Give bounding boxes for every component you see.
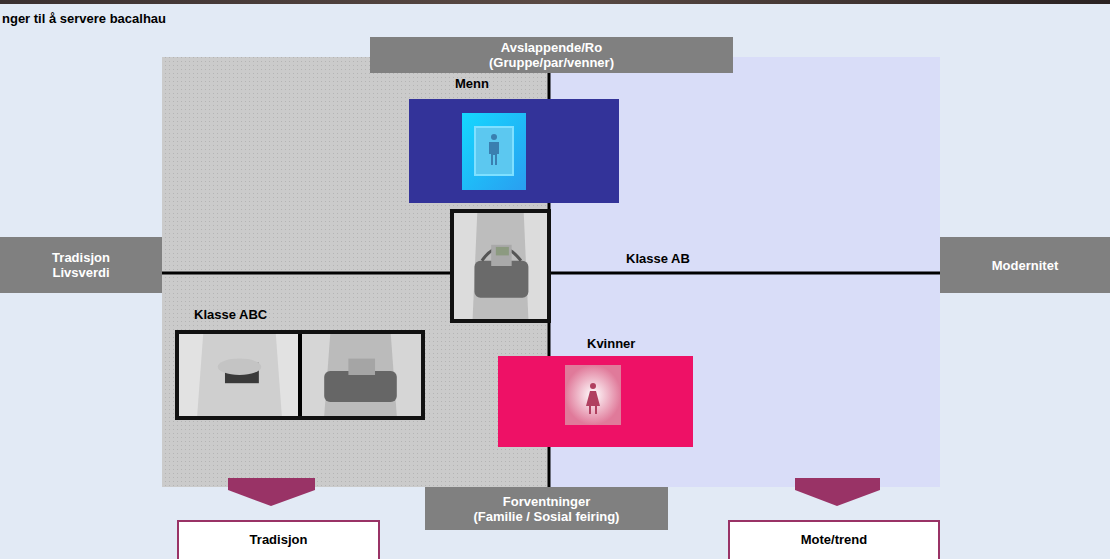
box-label: Avslappende/Ro (501, 40, 602, 55)
woman-icon (498, 356, 693, 447)
segment-label: Kvinner (587, 336, 635, 351)
photo-box: Klasse ABC (175, 330, 425, 420)
diagram-title: nger til å servere bacalhau (2, 11, 166, 26)
box-label: (Gruppe/par/venner) (489, 55, 614, 70)
segment-label: Klasse AB (626, 251, 690, 266)
axis-label-box: Modernitet (940, 237, 1110, 293)
axis-label-box: Avslappende/Ro(Gruppe/par/venner) (370, 37, 733, 73)
box-label: Mote/trend (801, 532, 867, 547)
axis-label-box: Forventninger(Familie / Sosial feiring) (425, 487, 668, 530)
box-label: (Familie / Sosial feiring) (474, 509, 620, 524)
segment-box: Menn (409, 99, 619, 203)
horizontal-axis (162, 272, 940, 275)
box-label: Modernitet (992, 258, 1058, 273)
down-arrow (795, 478, 880, 506)
outcome-box: Mote/trend (728, 520, 940, 559)
segment-label: Menn (455, 76, 489, 91)
box-label: Tradisjon (52, 250, 110, 265)
man-icon (409, 99, 619, 203)
down-arrow (228, 478, 315, 506)
purse-photo (454, 213, 547, 319)
outcome-box: Tradisjon (177, 520, 380, 559)
box-label: Forventninger (503, 494, 590, 509)
photo-box: Klasse AB (450, 209, 551, 323)
segment-label: Klasse ABC (194, 307, 267, 322)
box-label: Livsverdi (52, 265, 109, 280)
top-strip (0, 0, 1110, 4)
segment-box: Kvinner (498, 356, 693, 447)
box-label: Tradisjon (250, 532, 308, 547)
wallet-photos (179, 334, 421, 416)
axis-label-box: TradisjonLivsverdi (0, 237, 162, 293)
